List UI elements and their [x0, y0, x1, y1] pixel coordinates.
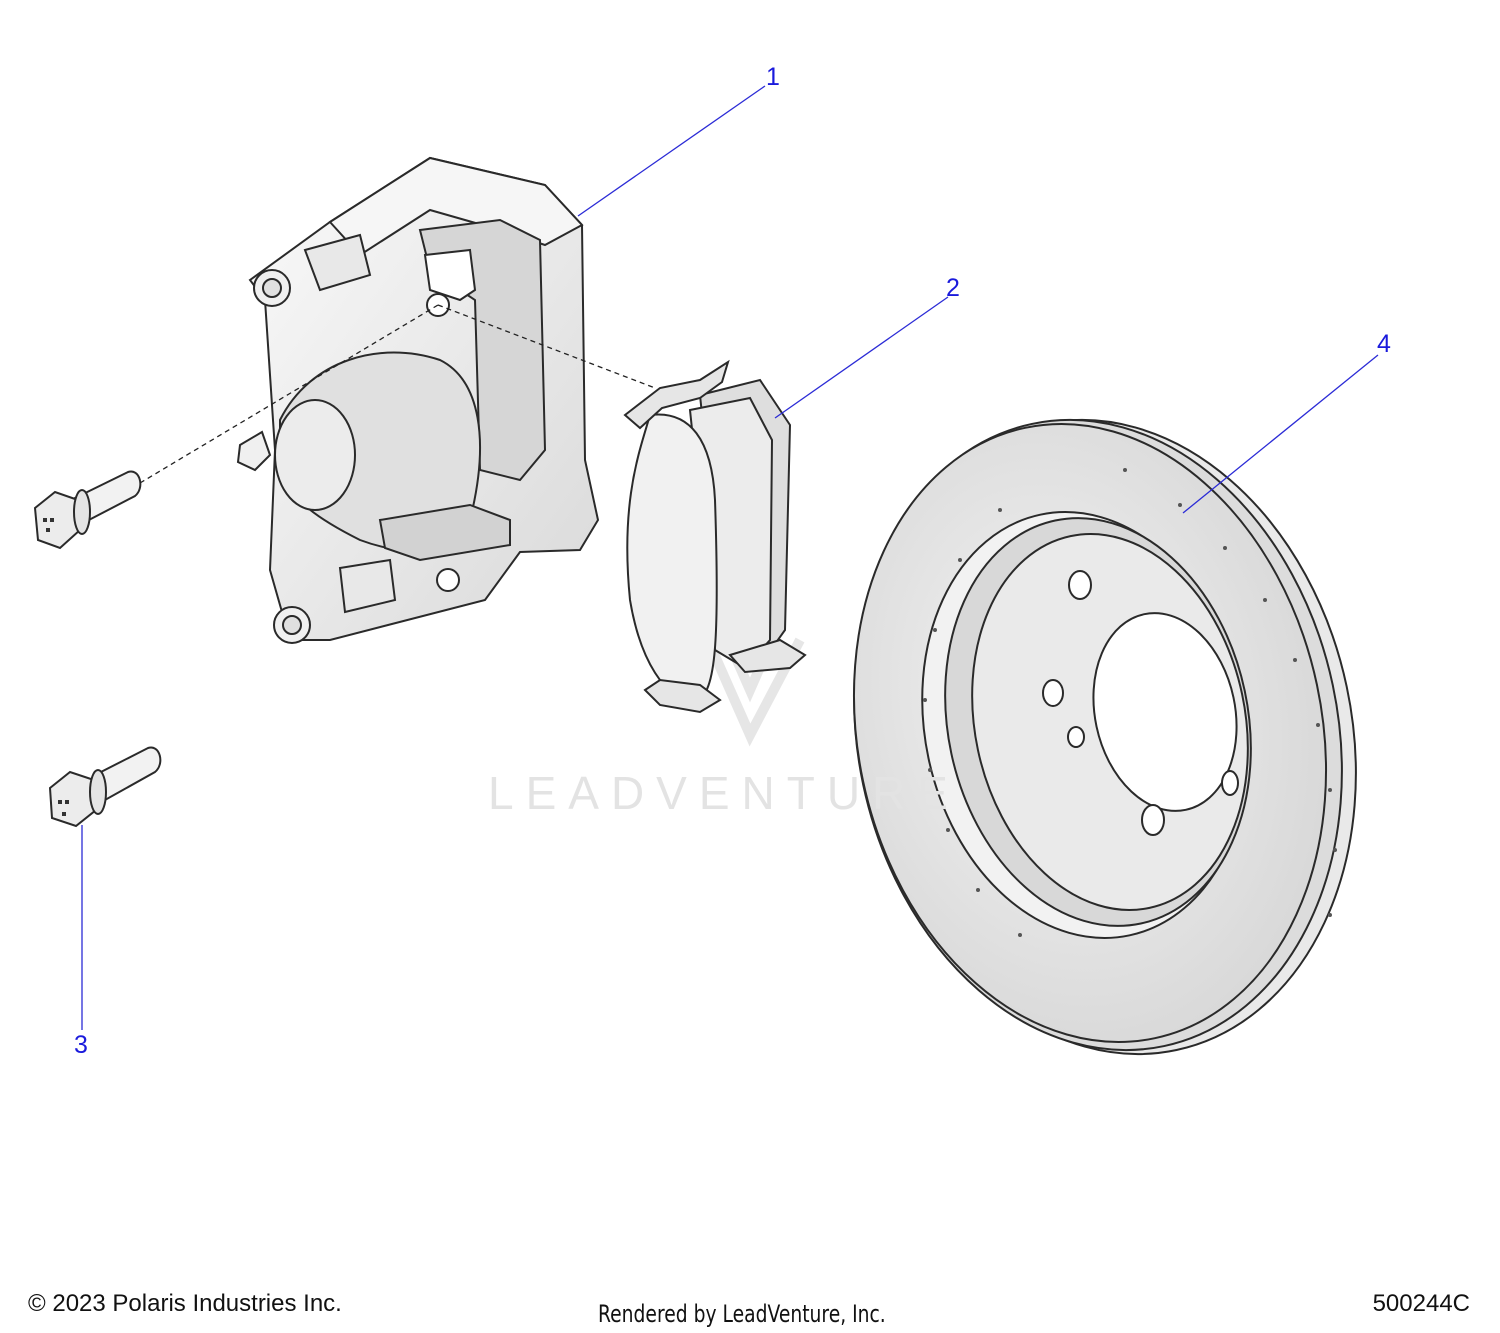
brake-pads[interactable] [623, 359, 807, 714]
brake-caliper[interactable] [236, 156, 600, 644]
leader-line-4 [1182, 354, 1379, 514]
callout-2[interactable]: 2 [946, 274, 960, 302]
watermark-text: LEADVENTURE [488, 767, 960, 819]
brake-rotor[interactable] [797, 374, 1413, 1101]
caliper-top-bolt [253, 233, 372, 307]
callout-1[interactable]: 1 [766, 63, 780, 91]
leader-lines [81, 85, 1379, 1030]
diagram-id: 500244C [1372, 1290, 1470, 1317]
alignment-lines [139, 304, 656, 484]
mounting-bolt[interactable] [48, 746, 162, 828]
callout-4[interactable]: 4 [1377, 330, 1391, 358]
callout-3[interactable]: 3 [74, 1031, 88, 1059]
caliper-bottom-bolt [273, 558, 397, 644]
caliper-bolt-loose[interactable] [33, 470, 142, 550]
leader-line-1 [577, 85, 766, 217]
rendered-by-text: Rendered by LeadVenture, Inc. [598, 1300, 886, 1328]
leader-line-2 [774, 296, 949, 419]
copyright-text: © 2023 Polaris Industries Inc. [28, 1290, 342, 1317]
